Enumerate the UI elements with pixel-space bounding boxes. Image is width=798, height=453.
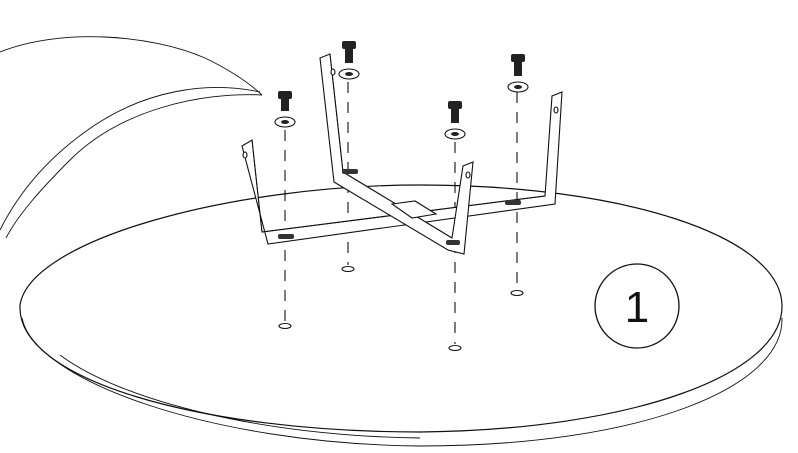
- step-circle: [594, 263, 680, 349]
- bolt-back-right: [507, 54, 529, 93]
- cross-bracket: [241, 53, 563, 255]
- slot-back-left: [342, 169, 358, 174]
- table-holes: [278, 265, 524, 352]
- table-top: [19, 184, 783, 447]
- bolt-front-left: [274, 91, 296, 128]
- bolt-back-left: [338, 41, 360, 80]
- slot-back-right: [505, 200, 521, 205]
- background-outline: [0, 36, 263, 239]
- bolt-front-right: [444, 101, 466, 140]
- hole-back-right: [510, 289, 524, 297]
- hole-front-left: [278, 322, 292, 330]
- slot-front-left: [278, 234, 294, 239]
- step-number: 1: [625, 283, 649, 332]
- hole-front-right: [448, 344, 462, 352]
- slot-front-right: [446, 240, 460, 245]
- step-badge: 1: [594, 263, 680, 349]
- hole-back-left: [341, 265, 355, 273]
